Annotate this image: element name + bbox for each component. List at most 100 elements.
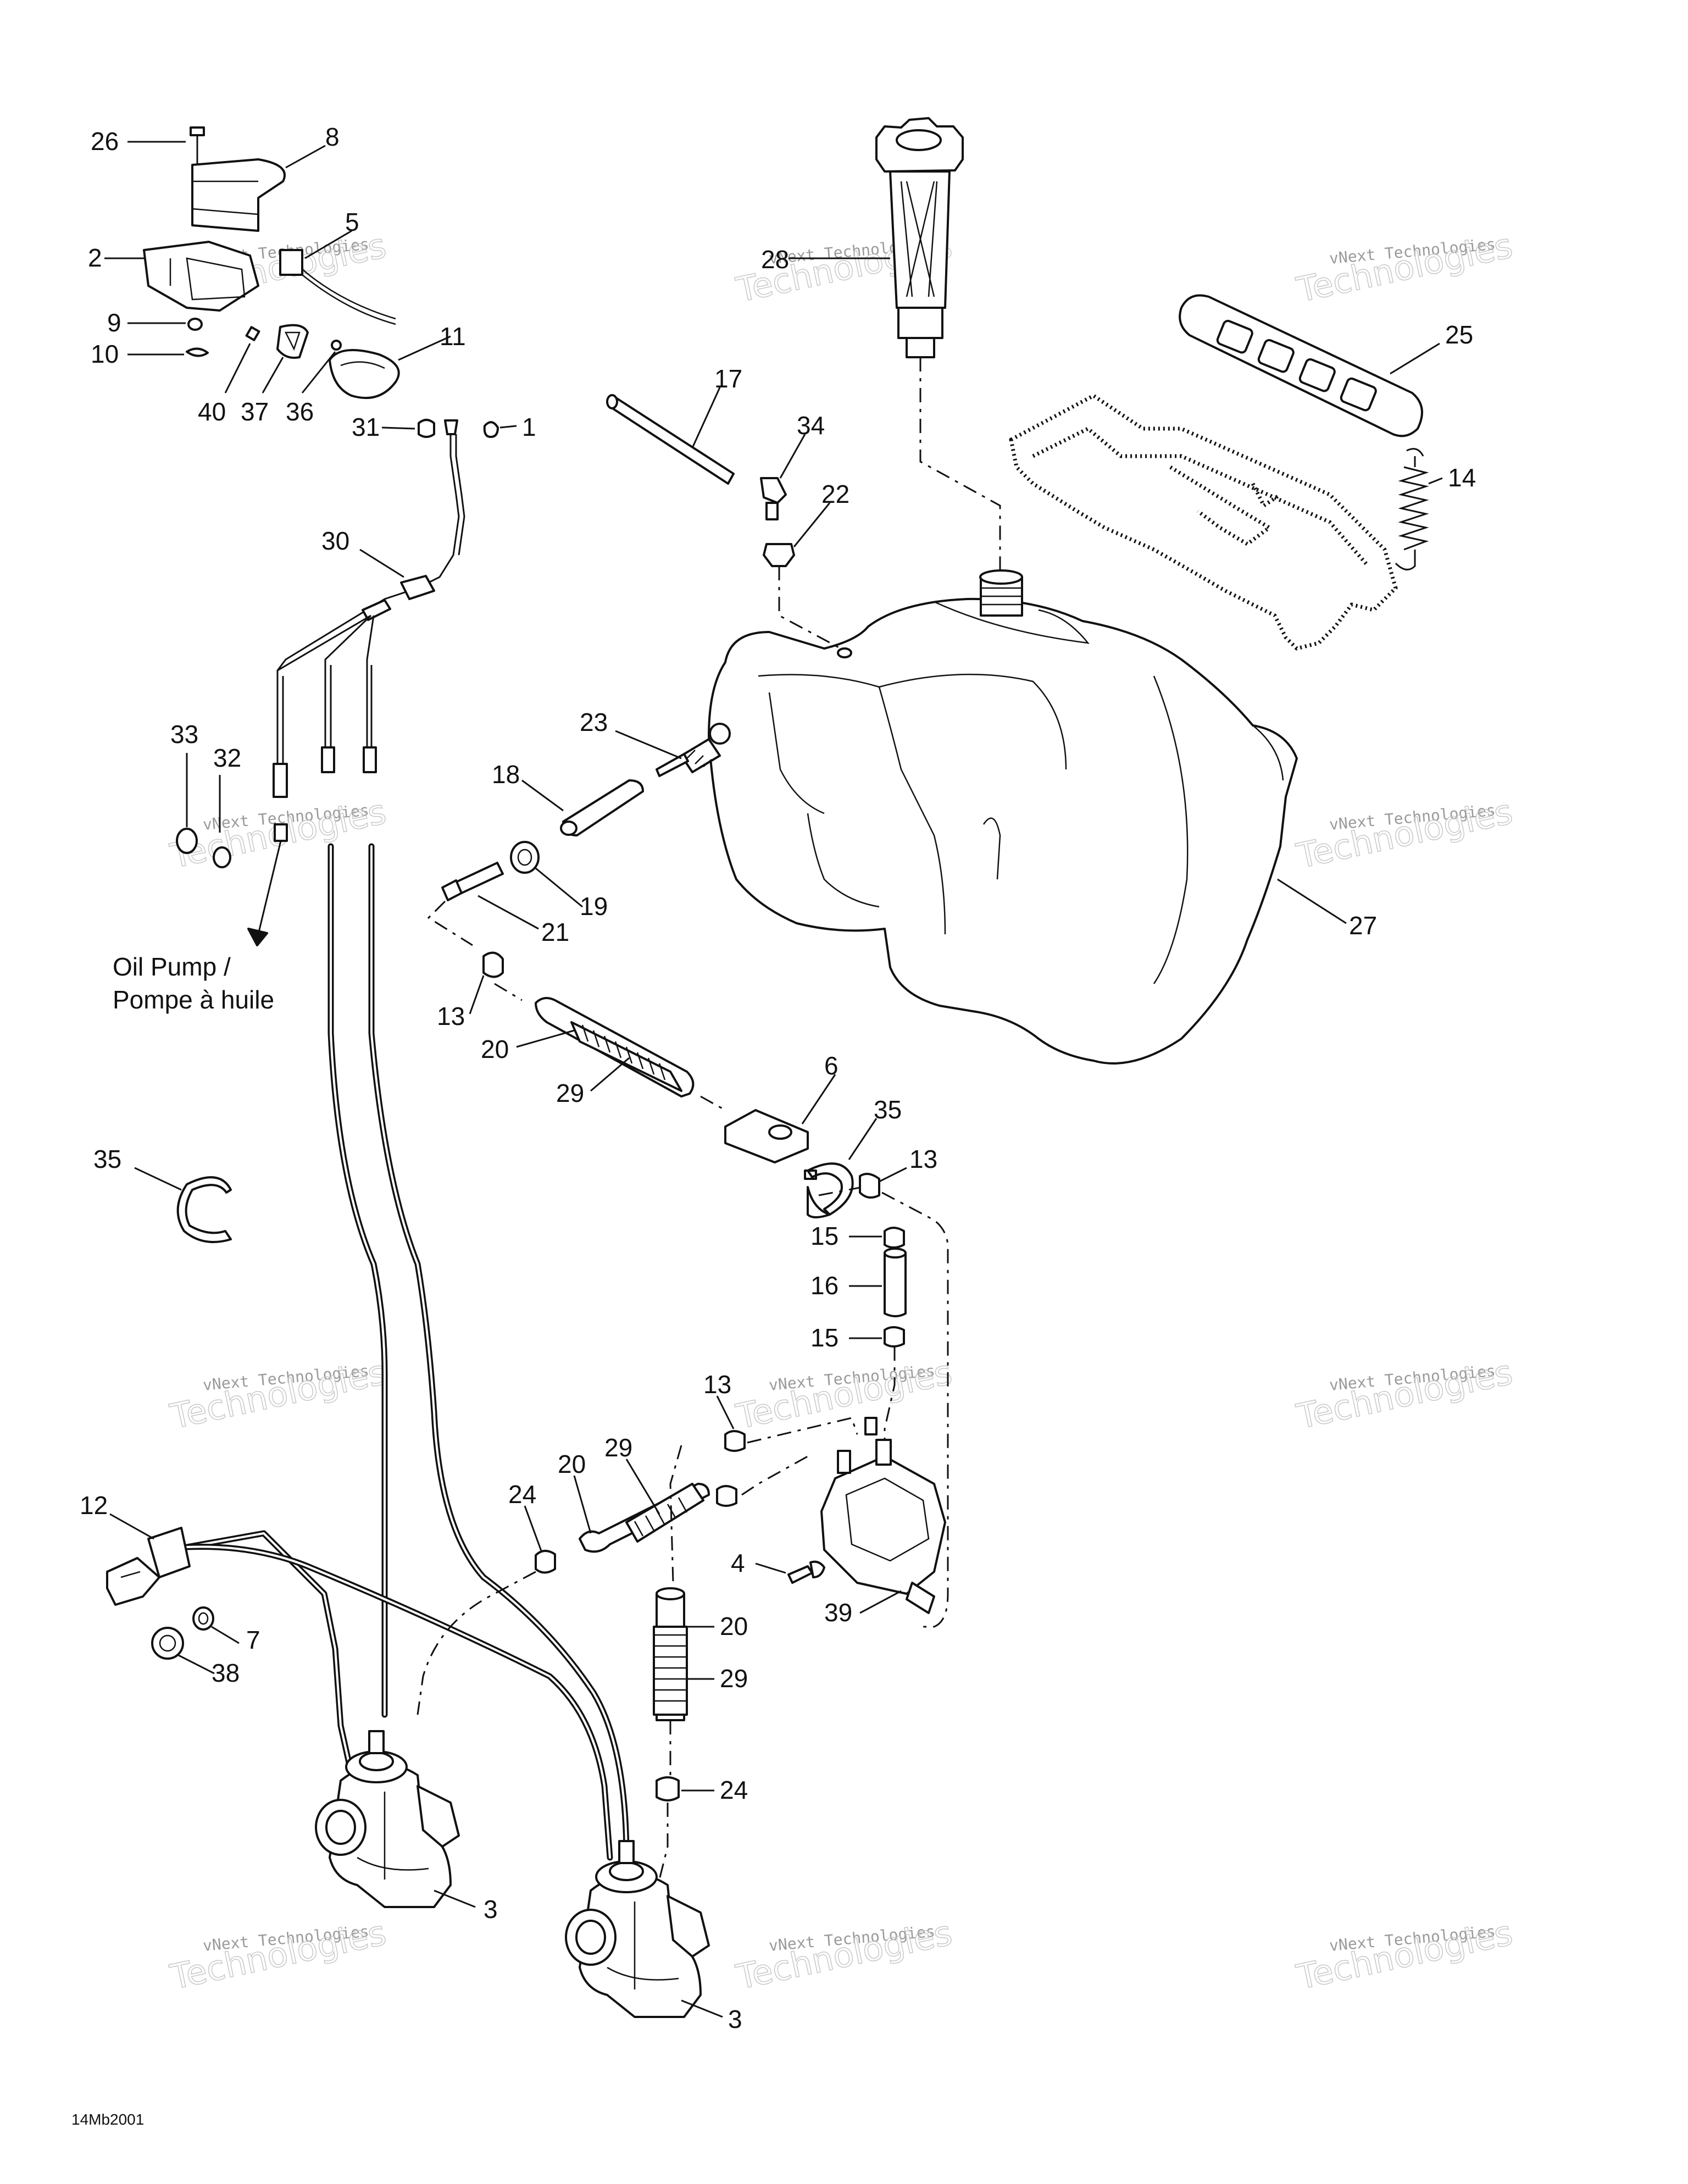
fitting-21 bbox=[455, 862, 504, 894]
nut-9 bbox=[187, 318, 203, 331]
strap-25 bbox=[1179, 294, 1423, 437]
callout-9: 9 bbox=[107, 308, 121, 337]
clip-35-left bbox=[176, 1176, 232, 1243]
throttle-housing-2 bbox=[143, 241, 259, 312]
callout-1: 1 bbox=[522, 413, 536, 441]
watermark-outline-text: Technologies bbox=[732, 1352, 956, 1437]
washer-7 bbox=[192, 1606, 214, 1631]
fuel-outlet-parts bbox=[427, 738, 721, 946]
screw-40 bbox=[245, 326, 260, 341]
callout-29a: 29 bbox=[556, 1079, 584, 1107]
callout-22: 22 bbox=[821, 480, 849, 508]
clamp-13b bbox=[859, 1173, 880, 1199]
vent-hose-17 bbox=[606, 394, 735, 485]
callout-25: 25 bbox=[1445, 320, 1473, 349]
leader-lines bbox=[104, 141, 1443, 2018]
clip-10 bbox=[186, 347, 209, 357]
clamp-24b bbox=[656, 1776, 680, 1801]
washers-33-32 bbox=[176, 753, 231, 868]
callout-30: 30 bbox=[321, 526, 349, 555]
fuel-cap-28 bbox=[875, 117, 1001, 577]
part-5 bbox=[279, 249, 303, 276]
drawing-code: 14Mb2001 bbox=[71, 2111, 144, 2128]
callout-11: 11 bbox=[440, 322, 466, 351]
tank-support-dotted bbox=[1009, 393, 1398, 651]
callout-labels: 26 8 5 2 9 10 11 40 37 36 31 1 30 28 25 … bbox=[71, 123, 1476, 2128]
sleeve-29a bbox=[570, 1021, 682, 1092]
part-36 bbox=[331, 340, 342, 351]
fitting-1 bbox=[444, 419, 458, 435]
callout-5: 5 bbox=[345, 208, 359, 236]
callout-21: 21 bbox=[541, 918, 569, 946]
clamp-24a bbox=[535, 1550, 556, 1574]
callout-3a: 3 bbox=[484, 1895, 498, 1924]
callout-10: 10 bbox=[91, 340, 119, 368]
hose-assembly-middle bbox=[417, 1417, 858, 1715]
watermark-outline-text: Technologies bbox=[1293, 225, 1516, 310]
callout-37: 37 bbox=[241, 397, 269, 426]
carburetor-cables bbox=[184, 843, 630, 1861]
hose-assembly-lower bbox=[653, 1445, 688, 1880]
callout-32: 32 bbox=[213, 744, 241, 772]
callout-13c: 13 bbox=[703, 1370, 731, 1399]
callout-20b: 20 bbox=[558, 1450, 586, 1478]
fuel-tank-27 bbox=[708, 569, 1298, 1065]
screw-26-head bbox=[190, 126, 205, 136]
callout-6: 6 bbox=[824, 1051, 839, 1080]
callout-19: 19 bbox=[580, 892, 608, 921]
callout-26: 26 bbox=[91, 127, 119, 156]
part-5-wire bbox=[302, 269, 396, 320]
oil-pump-label-en: Oil Pump / bbox=[113, 952, 231, 981]
callout-2: 2 bbox=[88, 243, 102, 272]
hose-assembly-upper bbox=[482, 951, 726, 1111]
callout-34: 34 bbox=[797, 411, 825, 440]
nut-31 bbox=[418, 419, 435, 438]
carburetor-3-upper bbox=[315, 1730, 460, 1908]
callout-15a: 15 bbox=[810, 1222, 839, 1250]
watermark-outline-text: Technologies bbox=[1293, 1352, 1516, 1437]
washer-38 bbox=[151, 1627, 184, 1660]
callout-23: 23 bbox=[580, 708, 608, 736]
callout-17: 17 bbox=[714, 364, 742, 393]
carburetor-3-lower bbox=[565, 1840, 710, 2018]
watermark-outline-text: Technologies bbox=[1293, 1913, 1516, 1997]
gasket-37 bbox=[276, 324, 309, 359]
callout-35a: 35 bbox=[874, 1095, 902, 1124]
choke-lever-12 bbox=[106, 1527, 214, 1660]
callout-7: 7 bbox=[246, 1626, 260, 1654]
clamp-15b bbox=[884, 1326, 905, 1348]
callout-18: 18 bbox=[492, 760, 520, 789]
callout-13b: 13 bbox=[909, 1145, 937, 1173]
callout-3b: 3 bbox=[728, 2005, 742, 2033]
callout-24b: 24 bbox=[720, 1776, 748, 1804]
bracket-8 bbox=[191, 158, 286, 232]
callout-40: 40 bbox=[198, 397, 226, 426]
callout-36: 36 bbox=[286, 397, 314, 426]
callout-28: 28 bbox=[761, 245, 789, 274]
watermark-outline-text: Technologies bbox=[732, 1913, 956, 1997]
watermark-outline-text: Technologies bbox=[1293, 791, 1516, 876]
grommet-19 bbox=[510, 841, 540, 874]
fuel-pump-39 bbox=[787, 1417, 946, 1614]
watermark-outline-text: Technologies bbox=[166, 1913, 390, 1997]
tube-16 bbox=[884, 1252, 907, 1317]
callout-29c: 29 bbox=[720, 1664, 748, 1693]
callout-8: 8 bbox=[325, 123, 340, 151]
fitting-34 bbox=[760, 477, 787, 520]
callout-14: 14 bbox=[1448, 463, 1476, 492]
callout-31: 31 bbox=[352, 413, 380, 441]
callout-20c: 20 bbox=[720, 1612, 748, 1640]
clamp-13c bbox=[724, 1430, 746, 1452]
callout-13a: 13 bbox=[437, 1002, 465, 1030]
callout-33: 33 bbox=[170, 720, 198, 749]
clip-35-right bbox=[804, 1162, 854, 1218]
callout-12: 12 bbox=[80, 1491, 108, 1520]
callout-24a: 24 bbox=[508, 1480, 536, 1509]
callout-20a: 20 bbox=[481, 1035, 509, 1063]
plug-1 bbox=[483, 421, 499, 438]
callout-4: 4 bbox=[731, 1549, 745, 1577]
sleeve-29c bbox=[653, 1626, 688, 1716]
clamp-13a bbox=[482, 951, 504, 978]
callout-15b: 15 bbox=[810, 1323, 839, 1352]
